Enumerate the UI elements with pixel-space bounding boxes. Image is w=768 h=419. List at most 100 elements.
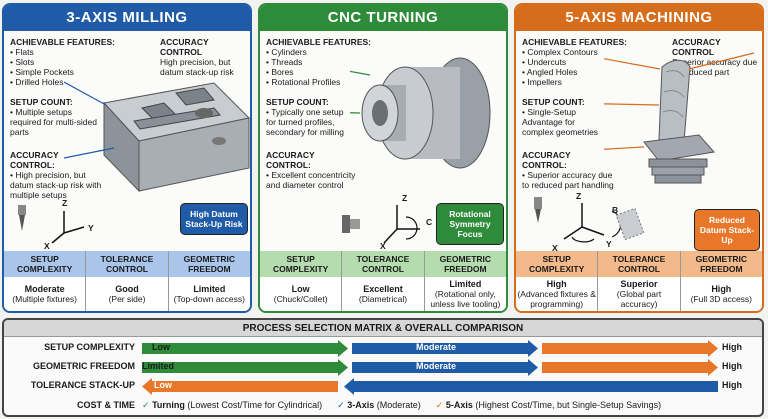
features-block: ACHIEVABLE FEATURES: Complex Contours Un… <box>522 37 632 87</box>
arrow-mid-label: Moderate <box>416 342 457 352</box>
list-item: High precision, but datum stack-up risk … <box>10 170 105 200</box>
check-icon: ✓ <box>435 400 444 410</box>
matrix-row-tolerance: TOLERANCE STACK-UP Low High <box>4 377 762 396</box>
axis-label-x: X <box>552 243 558 253</box>
process-selection-matrix: PROCESS SELECTION MATRIX & OVERALL COMPA… <box>2 318 764 417</box>
stat-header: GEOMETRIC FREEDOM <box>439 254 492 274</box>
row-label: SETUP COMPLEXITY <box>44 342 135 352</box>
stat-header: SETUP COMPLEXITY <box>516 251 599 277</box>
stats-value-row: High(Advanced fixtures & programming) Su… <box>516 277 762 311</box>
setup-heading: SETUP COUNT: <box>266 97 329 107</box>
axis-label-x: X <box>44 241 50 251</box>
panel-5-axis-machining: 5-AXIS MACHINING ACHIEVABLE FEATURES: Co… <box>514 3 764 313</box>
axis-label-z: Z <box>402 193 408 203</box>
stat-header: SETUP COMPLEXITY <box>4 251 87 277</box>
turned-part-illustration <box>350 57 491 169</box>
list-item: Impellers <box>522 77 632 87</box>
stat-value: Superior(Global part accuracy) <box>598 277 681 311</box>
list-item: Undercuts <box>522 57 632 67</box>
stats-table: SETUP COMPLEXITY TOLERANCE CONTROL GEOME… <box>4 251 250 311</box>
list-item: Complex Contours <box>522 47 632 57</box>
list-item: Cylinders <box>266 47 376 57</box>
list-item: Simple Pockets <box>10 67 120 77</box>
arrow-start-label: Low <box>152 342 170 352</box>
features-list: Flats Slots Simple Pockets Drilled Holes <box>10 47 120 87</box>
list-item: Multiple setups required for multi-sided… <box>10 107 100 137</box>
setup-block: SETUP COUNT: Typically one setup for tur… <box>266 97 351 137</box>
accuracy2-heading: ACCURACY CONTROL: <box>266 150 315 170</box>
stat-header: GEOMETRIC FREEDOM <box>695 254 748 274</box>
axis-label-y: Y <box>88 223 94 233</box>
stat-value: Moderate(Multiple fixtures) <box>4 277 87 311</box>
axis-diagram <box>342 205 420 244</box>
cost-item-name: Turning <box>152 400 185 410</box>
callout-badge: Reduced Datum Stack-Up <box>694 209 760 251</box>
accuracy2-block: ACCURACY CONTROL: High precision, but da… <box>10 150 105 200</box>
features-heading: ACHIEVABLE FEATURES: <box>10 37 115 47</box>
panel-title: 5-AXIS MACHINING <box>516 5 762 31</box>
axis-label-x: X <box>380 241 386 251</box>
setup-block: SETUP COUNT: Multiple setups required fo… <box>10 97 100 137</box>
arrow-start-label: Low <box>154 380 172 390</box>
matrix-row-geometric: GEOMETRIC FREEDOM Limited Moderate High <box>4 358 762 377</box>
stat-header: TOLERANCE CONTROL <box>86 251 169 277</box>
stats-header-row: SETUP COMPLEXITY TOLERANCE CONTROL GEOME… <box>4 251 250 277</box>
list-item: Typically one setup for turned profiles,… <box>266 107 351 137</box>
stat-header: TOLERANCE CONTROL <box>598 251 681 277</box>
stat-header: GEOMETRIC FREEDOM <box>183 254 236 274</box>
cost-item-name: 3-Axis <box>347 400 375 410</box>
stats-value-row: Low(Chuck/Collet) Excellent(Diametrical)… <box>260 277 506 311</box>
accuracy-text: Superior accuracy due to reduced part <box>672 57 758 77</box>
panel-3-axis-milling: 3-AXIS MILLING ACHIEVABLE FEATURES: Flat… <box>2 3 252 313</box>
accuracy2-block: ACCURACY CONTROL: Superior accuracy due … <box>522 150 617 190</box>
list-item: Angled Holes <box>522 67 632 77</box>
stats-header-row: SETUP COMPLEXITY TOLERANCE CONTROL GEOME… <box>260 251 506 277</box>
axis-label-z: Z <box>62 198 68 208</box>
list-item: Single-Setup Advantage for complex geome… <box>522 107 602 137</box>
list-item: Bores <box>266 67 376 77</box>
gradient-arrow <box>142 340 718 357</box>
list-item: Excellent concentricity and diameter con… <box>266 170 361 190</box>
axis-label-b: B <box>612 205 619 215</box>
accuracy2-block: ACCURACY CONTROL: Excellent concentricit… <box>266 150 361 190</box>
cost-item-note: (Highest Cost/Time, but Single-Setup Sav… <box>475 400 662 410</box>
accuracy-note: ACCURACY CONTROL Superior accuracy due t… <box>672 37 762 77</box>
list-item: Superior accuracy due to reduced part ha… <box>522 170 617 190</box>
row-label: TOLERANCE STACK-UP <box>30 380 135 390</box>
axis-label-z: Z <box>576 191 582 201</box>
arrow-end-label: High <box>722 342 742 352</box>
matrix-row-setup: SETUP COMPLEXITY Low Moderate High <box>4 339 762 358</box>
list-item: Flats <box>10 47 120 57</box>
arrow-end-label: High <box>722 361 742 371</box>
stats-table: SETUP COMPLEXITY TOLERANCE CONTROL GEOME… <box>260 251 506 311</box>
reverse-gradient-arrow <box>142 378 718 395</box>
list-item: Rotational Profiles <box>266 77 376 87</box>
features-list: Complex Contours Undercuts Angled Holes … <box>522 47 632 87</box>
callout-badge: Rotational Symmetry Focus <box>436 203 504 245</box>
axis-label-y: Y <box>606 239 612 249</box>
features-heading: ACHIEVABLE FEATURES: <box>522 37 627 47</box>
matrix-row-cost: COST & TIME ✓ Turning (Lowest Cost/Time … <box>4 397 762 415</box>
stats-table: SETUP COMPLEXITY TOLERANCE CONTROL GEOME… <box>516 251 762 311</box>
row-label: GEOMETRIC FREEDOM <box>32 361 135 371</box>
axis-diagram <box>18 205 85 244</box>
accuracy-note: ACCURACY CONTROL High precision, but dat… <box>160 37 250 77</box>
stats-header-row: SETUP COMPLEXITY TOLERANCE CONTROL GEOME… <box>516 251 762 277</box>
check-icon: ✓ <box>337 400 345 410</box>
arrow-start-label: Limited <box>142 361 175 371</box>
cost-summary: ✓ Turning (Lowest Cost/Time for Cylindri… <box>142 400 661 411</box>
axis-label-c: C <box>426 217 433 227</box>
features-heading: ACHIEVABLE FEATURES: <box>266 37 371 47</box>
stat-value: Good(Per side) <box>86 277 169 311</box>
setup-block: SETUP COUNT: Single-Setup Advantage for … <box>522 97 602 137</box>
cost-item-name: 5-Axis <box>445 400 473 410</box>
stat-header: SETUP COMPLEXITY <box>260 251 343 277</box>
cost-item-note: (Moderate) <box>376 400 421 410</box>
features-block: ACHIEVABLE FEATURES: Cylinders Threads B… <box>266 37 376 87</box>
stat-value: High(Full 3D access) <box>690 284 753 304</box>
check-icon: ✓ <box>142 400 150 410</box>
accuracy-heading: ACCURACY CONTROL <box>160 37 209 57</box>
row-label: COST & TIME <box>77 400 135 410</box>
list-item: Threads <box>266 57 376 67</box>
cost-item-note: (Lowest Cost/Time for Cylindrical) <box>187 400 323 410</box>
